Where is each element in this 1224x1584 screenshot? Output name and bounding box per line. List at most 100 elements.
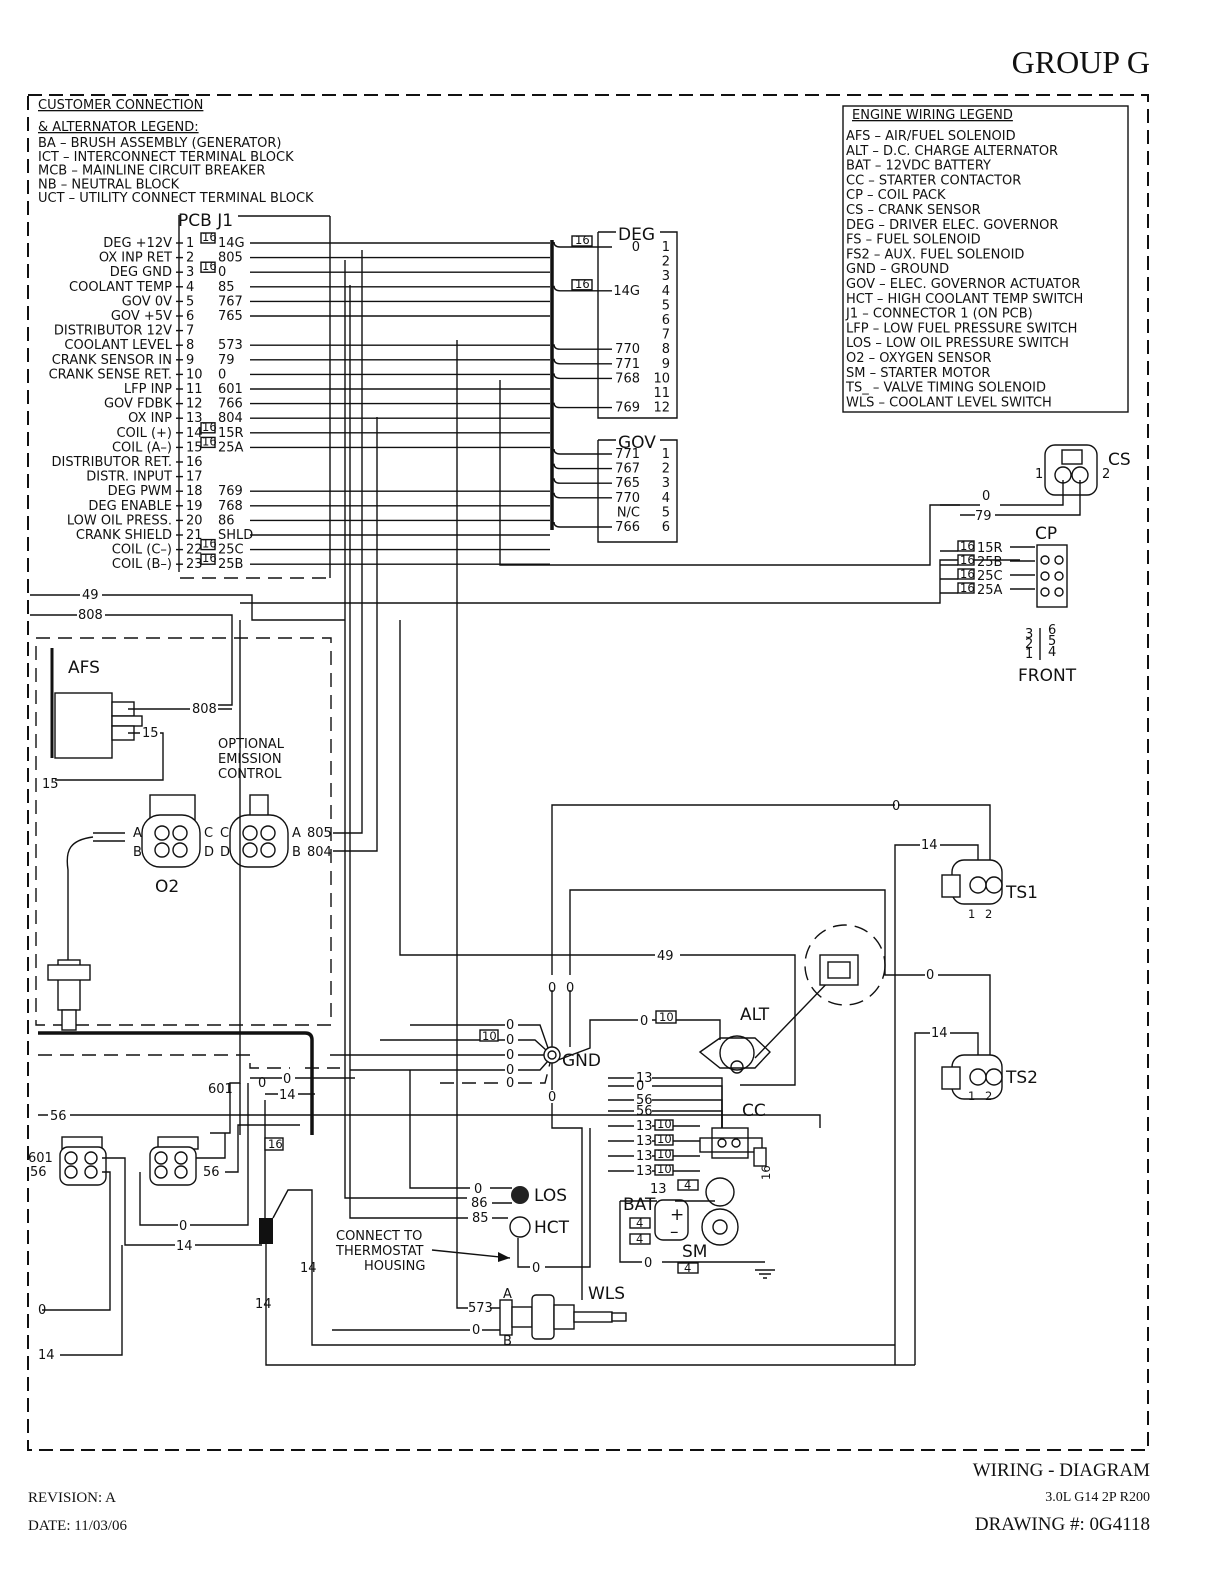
crank-sensor: 1 2 CS 0 79 [940,444,1131,524]
engine-legend-item: DEG – DRIVER ELEC. GOVERNOR [846,218,1058,233]
customer-legend-item: ICT – INTERCONNECT TERMINAL BLOCK [38,150,294,165]
sheet-border [27,94,1149,1451]
pcb-pin-number: 7 [186,324,194,339]
ts2-wire-0: 0 [926,968,934,983]
gnd-wire: 0 [506,1048,514,1063]
pcb-pin-number: 21 [186,528,203,543]
ts1-pin1: 1 [968,907,975,921]
alt-label: ALT [740,1005,770,1025]
cc-gauge: 10 [657,1132,672,1146]
cc-gauge: 10 [657,1162,672,1176]
pcb-pin-wire: SHLD [218,528,253,543]
battery: BAT + – 13 4 4 4 0 [619,1178,765,1271]
alt-gauge: 10 [659,1010,674,1024]
deg-pin-number: 11 [653,386,670,401]
wire-601: 601 [28,1151,53,1166]
pcb-pin-name: COIL (C–) [112,543,172,558]
engine-legend-item: GOV – ELEC. GOVERNOR ACTUATOR [846,277,1080,292]
hct-note: HOUSING [364,1259,425,1274]
deg-pin-number: 5 [662,298,670,313]
o2-wire-805: 805 [307,826,332,841]
cc-wire: 13 [636,1071,653,1086]
pcb-pin-name: COIL (B–) [112,557,172,572]
pcb-pin-name: CRANK SENSOR IN [52,353,172,368]
pcb-pin-gauge: 16 [202,420,217,434]
cp-front-label: FRONT [1018,666,1077,686]
gov-pin-number: 6 [662,520,670,535]
engine-legend-item: J1 – CONNECTOR 1 (ON PCB) [845,307,1033,322]
wls-pin-b: B [503,1334,512,1349]
deg-title: DEG [618,225,655,245]
hct-note: CONNECT TO [336,1229,422,1244]
ground-point: GND 0 0 0 0 0 10 0 0 0 0 0 0 10 [330,799,991,1300]
pcb-pin-name: DEG +12V [103,236,172,251]
pcb-pin-gauge: 16 [202,537,217,551]
pcb-pin-number: 6 [186,309,194,324]
sm-gauge: 4 [684,1261,691,1275]
deg-pin-number: 2 [662,255,670,270]
pcb-pin-number: 13 [186,411,203,426]
gov-title: GOV [618,433,656,453]
pcb-pin-wire: 765 [218,309,243,324]
pcb-title: PCB J1 [178,211,233,231]
gov-pin-wire: 767 [615,462,640,477]
engine-legend-item: LFP – LOW FUEL PRESSURE SWITCH [846,321,1077,336]
cp-wire: 25A [977,583,1003,598]
deg-pin-wire: 770 [615,342,640,357]
wire-56: 56 [50,1109,67,1124]
engine-legend: ENGINE WIRING LEGEND AFS – AIR/FUEL SOLE… [842,105,1129,413]
hct-note: THERMOSTAT [335,1244,423,1259]
deg-pin-number: 1 [662,240,670,255]
gnd-wire: 0 [566,981,574,996]
pcb-pin-wire: 25C [218,543,244,558]
cp-wire-gauge: 16 [960,567,975,581]
pcb-pin-number: 15 [186,440,203,455]
pcb-pin-wire: 805 [218,251,243,266]
deg-pin-number: 7 [662,328,670,343]
timing-solenoid-1: 14 1 2 TS1 [894,838,1038,1365]
pcb-pin-wire: 0 [218,265,226,280]
pcb-pin-wire: 573 [218,338,243,353]
pcb-pin-number: 14 [186,426,203,441]
emission-label: EMISSION [218,752,282,767]
engine-legend-item: HCT – HIGH COOLANT TEMP SWITCH [846,292,1083,307]
customer-legend-subtitle: & ALTERNATOR LEGEND: [38,120,199,135]
wire-49-route [399,620,796,1086]
cp-wire-gauge: 16 [960,581,975,595]
left-harness: 49 808 [30,588,345,1026]
pcb-pin-wire: 15R [218,426,244,441]
cc-wire: 13 [636,1119,653,1134]
pin-a: A [133,826,142,841]
cc-side-gauge: 16 [759,1165,773,1180]
ts1-label: TS1 [1005,883,1038,903]
cc-wire: 13 [636,1149,653,1164]
customer-legend: CUSTOMER CONNECTION & ALTERNATOR LEGEND:… [38,98,314,206]
hct-label: HCT [534,1218,570,1238]
wire-56: 56 [30,1165,47,1180]
sm-label: SM [682,1242,707,1262]
air-fuel-solenoid: AFS 808 15 15 [42,648,232,792]
gnd-wire: 0 [548,981,556,996]
deg-pin-wire: 14G [613,284,640,299]
cp-wire-gauge: 16 [960,553,975,567]
pin-b: B [133,845,142,860]
los-label: LOS [534,1186,567,1206]
pcb-pin-number: 8 [186,338,194,353]
footer-model: 3.0L G14 2P R200 [1045,1490,1150,1505]
pcb-pin-name: GOV FDBK [104,397,173,412]
bat-minus: – [670,1222,679,1242]
cs-connector [1044,444,1098,496]
pcb-pin-name: COOLANT TEMP [69,280,172,295]
cs-pin1: 1 [1035,467,1043,482]
engine-legend-title: ENGINE WIRING LEGEND [852,108,1013,123]
pcb-pin-wire: 601 [218,382,243,397]
ts1-wire-0: 0 [892,799,900,814]
hct-wire-0: 0 [532,1261,540,1276]
gnd-wire: 0 [506,1018,514,1033]
cc-gauge: 10 [657,1117,672,1131]
bat-wire-13: 13 [650,1182,667,1197]
